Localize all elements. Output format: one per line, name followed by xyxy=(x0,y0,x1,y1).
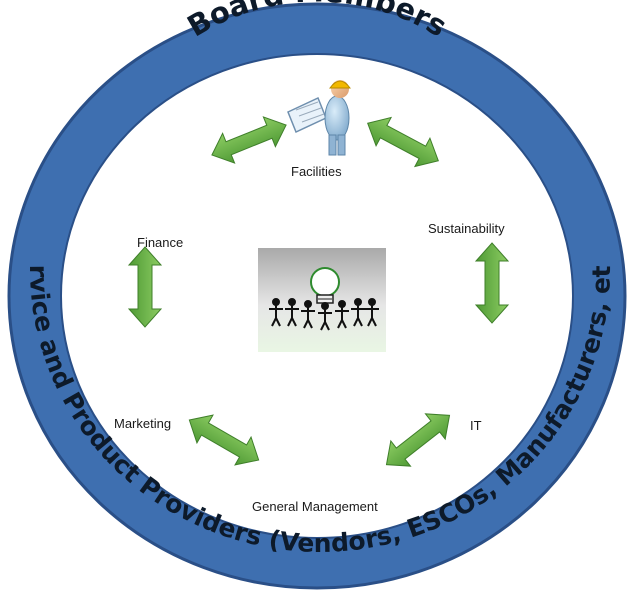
node-label-finance: Finance xyxy=(137,235,184,250)
facilities-worker-icon xyxy=(287,80,351,156)
node-label-sustainability: Sustainability xyxy=(428,221,505,236)
lightbulb-team-icon xyxy=(258,248,386,352)
node-label-general-management: General Management xyxy=(252,499,378,514)
node-label-it: IT xyxy=(470,418,482,433)
node-label-facilities: Facilities xyxy=(291,164,342,179)
node-label-marketing: Marketing xyxy=(114,416,172,431)
